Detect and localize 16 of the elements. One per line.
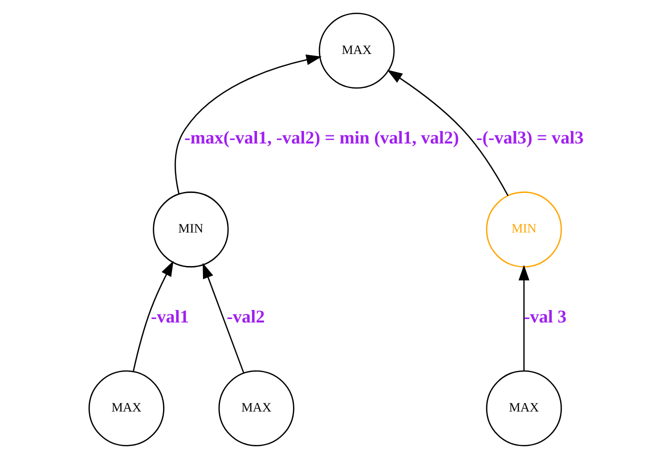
arrow: [132, 260, 173, 372]
edge-label: -val1: [150, 306, 188, 326]
node-circle: MAX: [318, 12, 394, 89]
edge-label: -val2: [226, 306, 264, 326]
node-circle: MAX: [218, 370, 294, 446]
node-circle: MAX: [486, 370, 562, 446]
node-circle: MIN: [152, 192, 228, 268]
arrow: [174, 54, 322, 194]
arrow: [202, 262, 244, 374]
arrow: [386, 70, 508, 196]
edge-label: -max(-val1, -val2) = min (val1, val2): [184, 128, 459, 148]
edge-label: -val 3: [523, 306, 566, 326]
node-circle: MAX: [88, 370, 164, 446]
edge-label: -(-val3) = val3: [476, 128, 584, 148]
node-circle: MIN: [486, 192, 562, 268]
arrow: [518, 264, 529, 371]
